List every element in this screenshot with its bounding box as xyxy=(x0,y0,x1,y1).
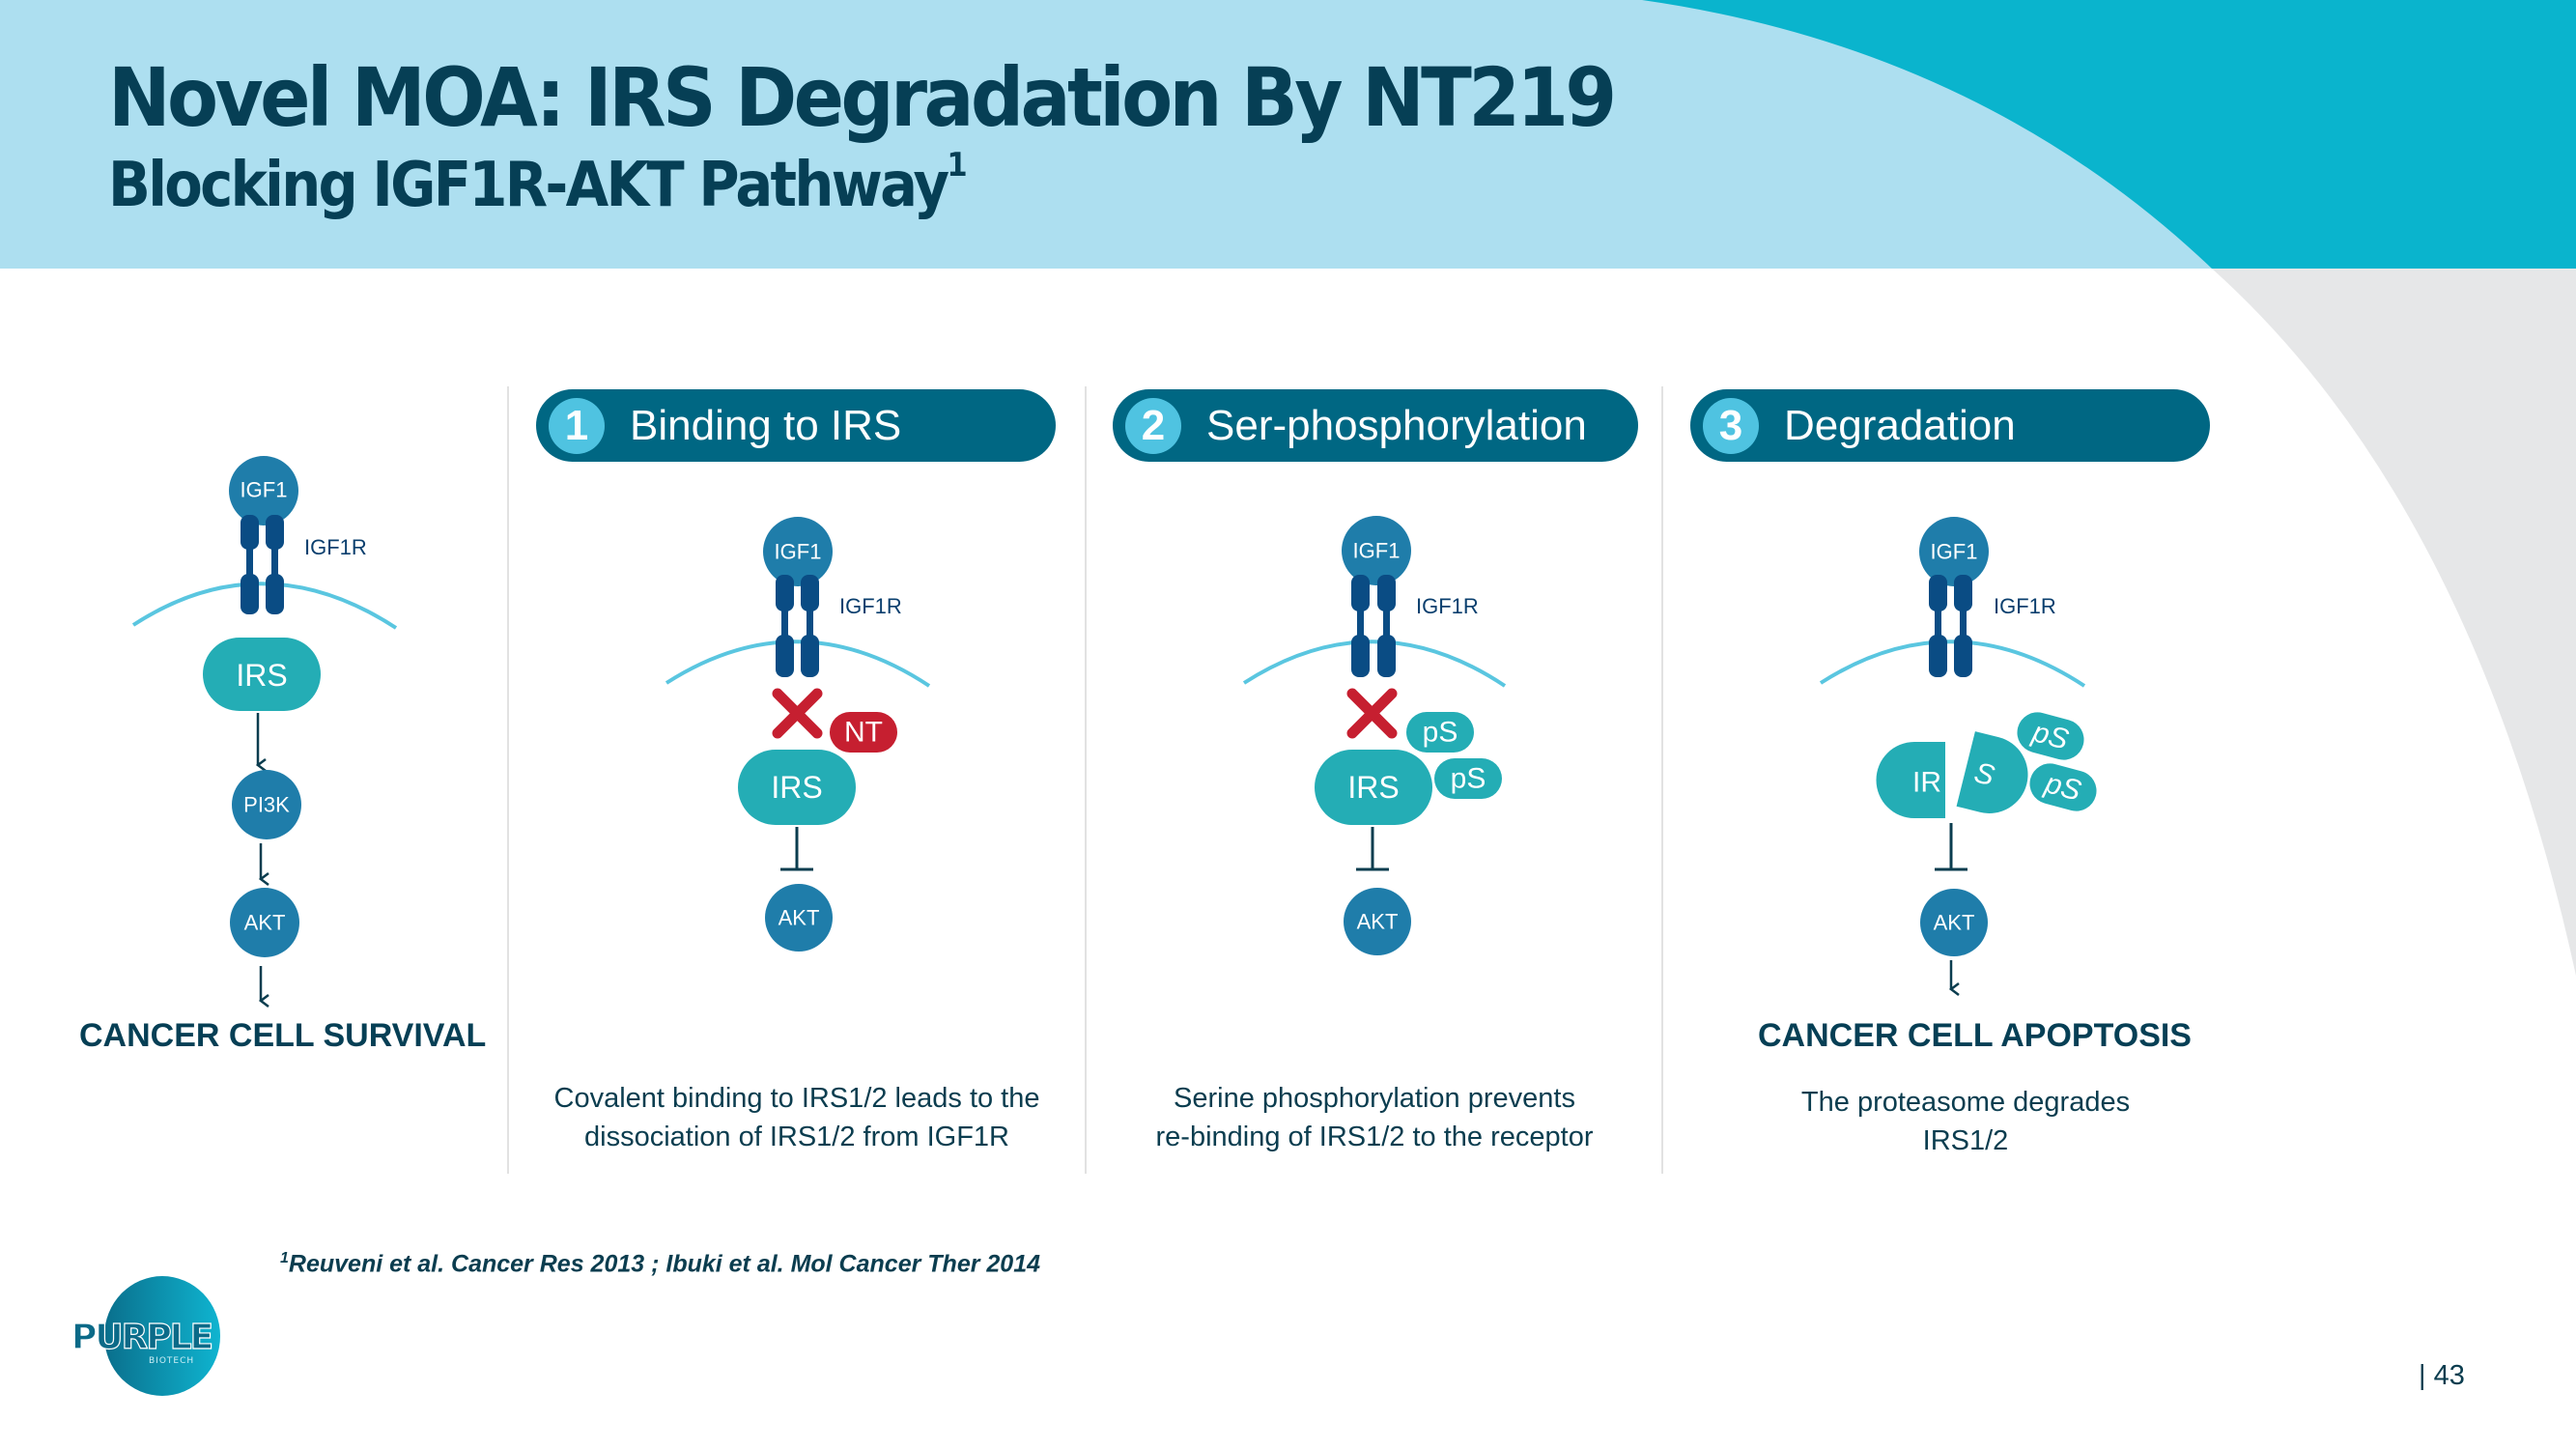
cell-membrane xyxy=(665,639,931,688)
step-2-pathway: IGF1 IGF1R pS pS IRS AKT xyxy=(1242,516,1507,955)
subtitle-footnote-marker: 1 xyxy=(947,146,968,185)
blocked-x-icon xyxy=(1346,688,1398,739)
phospho-serine-node-2 xyxy=(1434,758,1502,799)
igf1-node xyxy=(1919,517,1989,586)
caption-line: re-binding of IRS1/2 to the receptor xyxy=(1155,1122,1594,1152)
logo-tagline-text: BIOTECH xyxy=(149,1356,194,1366)
akt-label: AKT xyxy=(1934,911,1975,935)
caption-line: dissociation of IRS1/2 from IGF1R xyxy=(584,1122,1009,1152)
step-3-pathway: IGF1 IGF1R IR S pS pS AKT xyxy=(1819,517,2097,996)
logo-circle xyxy=(104,1276,220,1396)
step-1-header: 1 Binding to IRS xyxy=(536,389,1056,462)
igf1r-receptor-icon xyxy=(1351,575,1396,677)
nt-drug-node xyxy=(830,712,897,753)
caption-line: IRS1/2 xyxy=(1922,1125,2009,1156)
inhibition-bar-icon xyxy=(1935,823,1967,871)
igf1-label: IGF1 xyxy=(775,540,822,564)
footnote: 1Reuveni et al. Cancer Res 2013 ; Ibuki … xyxy=(280,1250,1040,1278)
header-accent-arc xyxy=(1642,0,2576,269)
igf1r-receptor-icon xyxy=(776,575,819,677)
step-1-caption: Covalent binding to IRS1/2 leads to the … xyxy=(522,1079,1072,1156)
phospho-serine-node-1 xyxy=(2017,712,2084,760)
igf1-label: IGF1 xyxy=(1931,540,1978,564)
irs-label: IRS xyxy=(1347,770,1399,805)
cell-membrane xyxy=(1819,639,2086,688)
akt-node xyxy=(1920,889,1988,956)
phospho-serine-label-2: pS xyxy=(1451,763,1486,795)
phospho-serine-node-1 xyxy=(1406,712,1474,753)
step-2-header: 2 Ser-phosphorylation xyxy=(1113,389,1638,462)
step-1-number-badge: 1 xyxy=(549,397,605,454)
pi3k-node xyxy=(232,770,301,839)
footnote-marker: 1 xyxy=(280,1250,289,1266)
caption-line: Covalent binding to IRS1/2 leads to the xyxy=(553,1083,1040,1114)
akt-node xyxy=(765,884,833,952)
irs-fragment-right xyxy=(1956,731,2028,813)
step-3-label: Degradation xyxy=(1784,401,2016,449)
akt-label: AKT xyxy=(778,906,820,930)
irs-node xyxy=(203,638,321,711)
column-divider-3 xyxy=(1661,386,1663,1174)
step-2-label: Ser-phosphorylation xyxy=(1206,401,1587,449)
baseline-pathway: IGF1 IGF1R IRS PI3K AKT xyxy=(131,456,398,1008)
igf1r-label: IGF1R xyxy=(839,594,902,618)
igf1r-receptor-icon xyxy=(1929,575,1972,677)
step-3-caption: The proteasome degrades IRS1/2 xyxy=(1690,1083,2241,1160)
igf1-label: IGF1 xyxy=(1353,539,1401,563)
column-divider-1 xyxy=(507,386,509,1174)
igf1-node xyxy=(1342,516,1411,585)
igf1r-label: IGF1R xyxy=(1416,594,1479,618)
irs-label: IRS xyxy=(771,770,822,805)
outcome-survival: CANCER CELL SURVIVAL xyxy=(79,1017,487,1054)
footnote-text: Reuveni et al. Cancer Res 2013 ; Ibuki e… xyxy=(288,1250,1041,1278)
page-number: | 43 xyxy=(2419,1360,2465,1391)
akt-node xyxy=(1344,888,1411,955)
cell-membrane xyxy=(1242,639,1507,688)
subtitle-text: Blocking IGF1R-AKT Pathway xyxy=(108,150,949,221)
irs-fragment-left-label: IR xyxy=(1912,767,1941,799)
phospho-serine-label-1: pS xyxy=(1423,717,1458,749)
inhibition-bar-icon xyxy=(1356,827,1389,871)
blocked-x-icon xyxy=(772,688,823,739)
igf1-label: IGF1 xyxy=(241,478,288,502)
step-3-number-badge: 3 xyxy=(1703,397,1759,454)
cell-membrane xyxy=(131,582,398,630)
step-1-pathway: IGF1 IGF1R NT IRS AKT xyxy=(665,517,931,952)
irs-label: IRS xyxy=(236,658,287,693)
igf1-node xyxy=(763,517,833,586)
irs-node xyxy=(738,750,856,825)
slide-title: Novel MOA: IRS Degradation By NT219 xyxy=(108,50,1617,145)
igf1r-receptor-icon xyxy=(241,515,284,614)
akt-label: AKT xyxy=(244,911,286,935)
slide-subtitle: Blocking IGF1R-AKT Pathway1 xyxy=(108,146,968,221)
igf1r-label: IGF1R xyxy=(304,535,367,559)
side-gray-arc xyxy=(2212,269,2576,976)
pi3k-label: PI3K xyxy=(243,793,290,817)
caption-line: The proteasome degrades xyxy=(1800,1087,2131,1118)
company-logo: PURPLE BIOTECH xyxy=(71,1276,220,1396)
step-1-label: Binding to IRS xyxy=(630,401,902,449)
logo-brand-text: PURPLE xyxy=(71,1318,212,1357)
akt-label: AKT xyxy=(1357,910,1399,934)
akt-node xyxy=(230,888,299,957)
igf1r-label: IGF1R xyxy=(1994,594,2056,618)
igf1-node xyxy=(229,456,298,526)
step-2-number-badge: 2 xyxy=(1125,397,1181,454)
outcome-apoptosis: CANCER CELL APOPTOSIS xyxy=(1758,1017,2192,1054)
column-divider-2 xyxy=(1085,386,1087,1174)
irs-fragment-left xyxy=(1876,742,1945,818)
phospho-serine-node-2 xyxy=(2029,763,2097,811)
nt-drug-label: NT xyxy=(844,717,883,749)
step-3-header: 3 Degradation xyxy=(1690,389,2210,462)
step-2-caption: Serine phosphorylation prevents re-bindi… xyxy=(1099,1079,1650,1156)
inhibition-bar-icon xyxy=(780,827,813,871)
caption-line: Serine phosphorylation prevents xyxy=(1174,1083,1575,1114)
irs-node xyxy=(1315,750,1432,825)
